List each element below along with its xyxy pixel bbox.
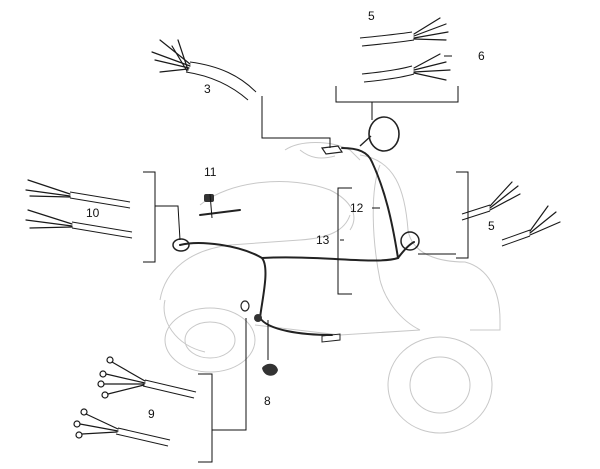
grommet-11 bbox=[204, 194, 214, 202]
callout-5-right: 5 bbox=[488, 219, 495, 233]
leader-lines bbox=[143, 55, 469, 463]
wire-bundle-9 bbox=[73, 356, 197, 447]
rear-connector bbox=[321, 333, 341, 343]
headlight-connector bbox=[172, 238, 190, 252]
callout-10: 10 bbox=[86, 206, 100, 220]
callout-9: 9 bbox=[148, 407, 155, 421]
callout-13: 13 bbox=[316, 233, 330, 247]
callout-6: 6 bbox=[478, 49, 485, 63]
wire-bundle-6 bbox=[361, 53, 451, 83]
horn bbox=[400, 231, 420, 251]
callout-5-top: 5 bbox=[368, 9, 375, 23]
callout-12: 12 bbox=[350, 201, 364, 215]
wire-bundle-3 bbox=[151, 39, 257, 101]
harness-components bbox=[172, 116, 420, 376]
callout-8: 8 bbox=[264, 394, 271, 408]
wire-bundle-5-right bbox=[461, 181, 561, 247]
scooter-outline bbox=[159, 142, 501, 434]
grommet-low bbox=[254, 314, 262, 322]
wire-bundle-5-top bbox=[359, 17, 449, 47]
handlebar-switch bbox=[320, 145, 344, 155]
connector-8 bbox=[262, 363, 278, 376]
wire-bundle-10 bbox=[25, 179, 133, 239]
grommet-mid bbox=[240, 300, 250, 312]
callout-3: 3 bbox=[204, 82, 211, 96]
mirror bbox=[368, 116, 400, 152]
callout-11: 11 bbox=[204, 165, 217, 179]
main-harness bbox=[179, 147, 415, 336]
